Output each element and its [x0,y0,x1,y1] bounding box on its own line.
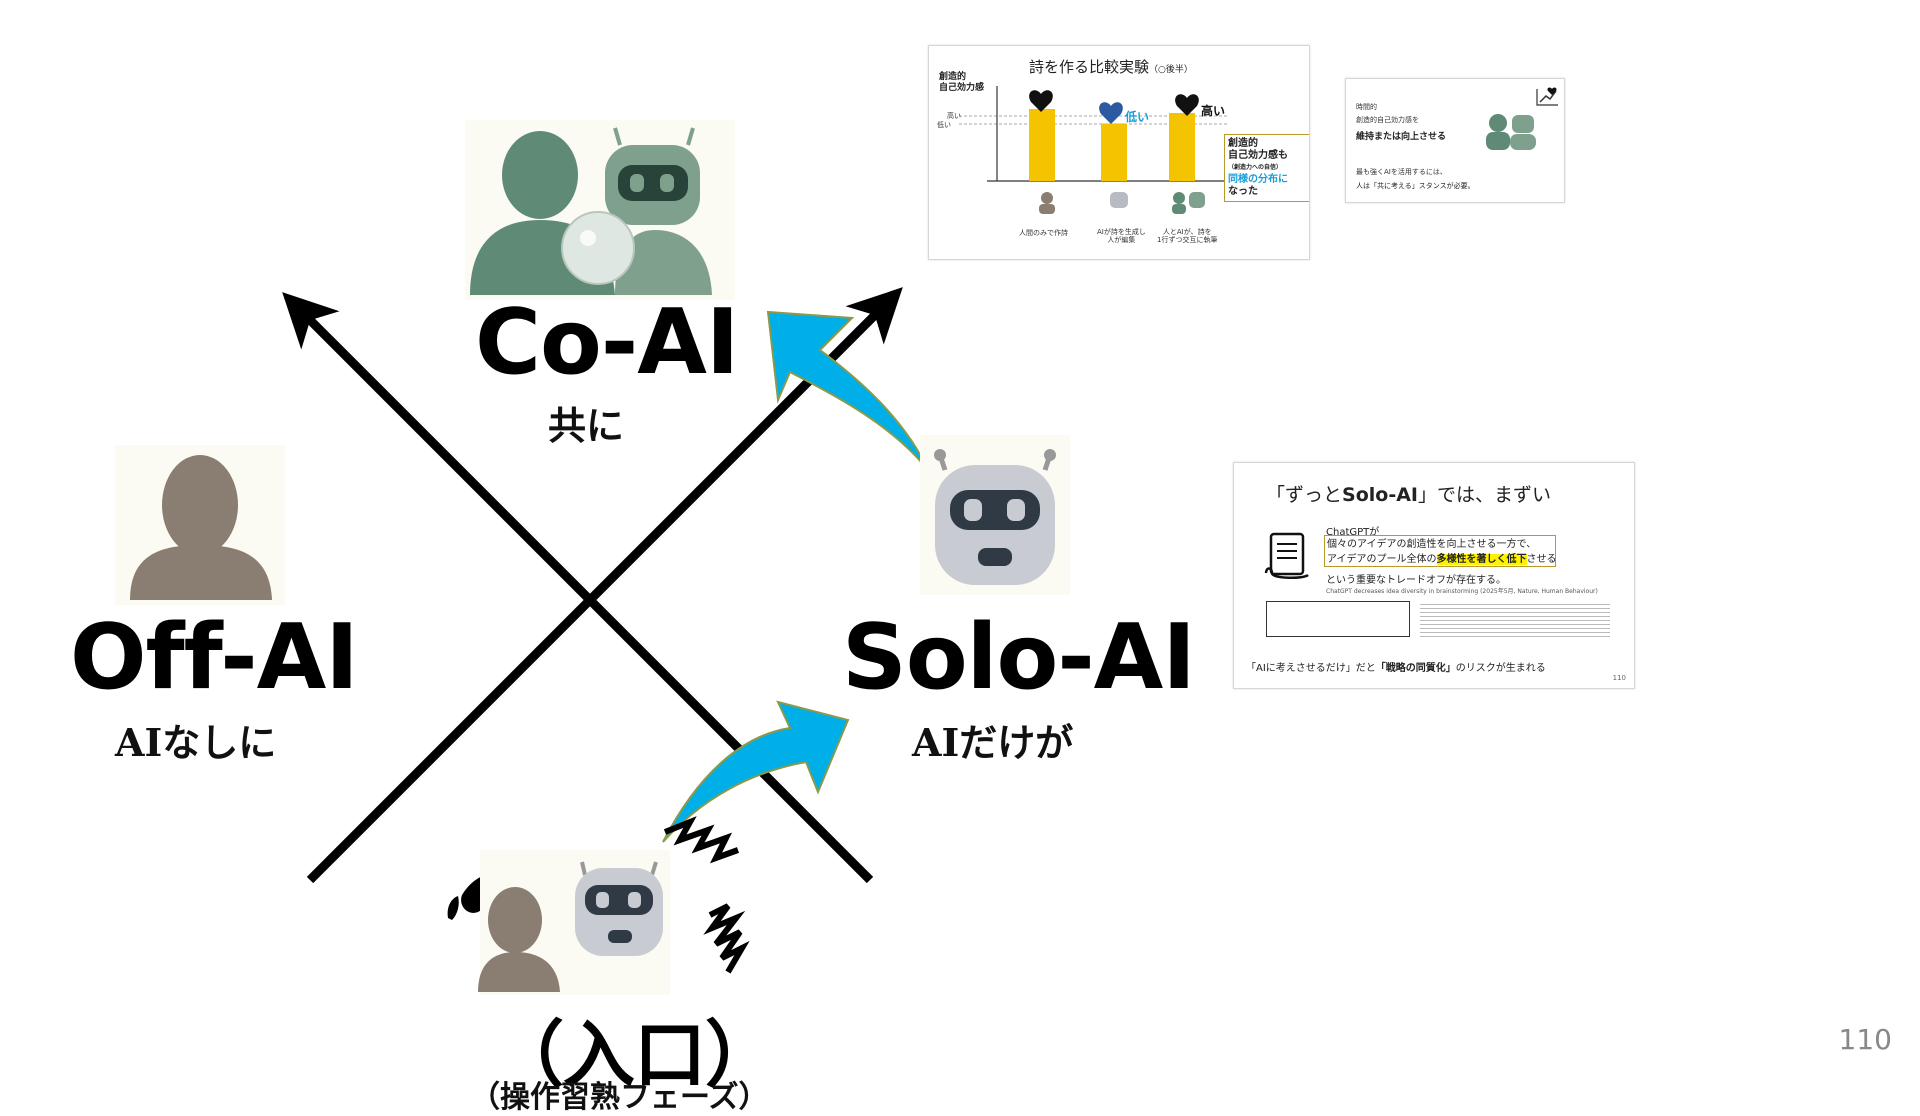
chart-callout: 創造的 自己効力感も （創造力への自信） 同様の分布に なった [1224,134,1309,202]
heart-icon [1029,90,1053,112]
human-icon [1041,192,1053,204]
zigzag-icon [703,903,750,974]
thumbnail-page-number: 110 [1612,674,1626,682]
detail-box [1266,601,1410,637]
arrow-to-co-ai-right [306,287,903,884]
entrance-sublabel: （操作習熟フェーズ） [470,1080,769,1115]
zigzag-icon [663,816,740,864]
sweat-drop-icon [447,896,459,920]
arrow-to-co-ai-left [282,292,874,884]
poem-bar-chart [959,86,1229,214]
growth-chart-icon [1536,87,1558,106]
tick-low: 低い [937,121,951,129]
thumbnail-text: 維持または向上させる [1356,132,1447,142]
co-ai-label: Co-AI [475,290,739,395]
solo-ai-illustration [920,435,1070,595]
entrance-illustration [478,850,670,995]
off-ai-illustration [115,445,285,605]
slide-thumbnail-solo-ai-warning[interactable]: 「ずっとSolo-AI」では、まずい ChatGPTが 個々のアイデアの創造性を… [1233,462,1635,689]
detail-lines [1420,601,1610,637]
chart-bar [1169,113,1195,181]
category-label: 人間のみで作詩 [1019,229,1068,237]
solo-ai-sublabel: AIだけが [912,720,1074,765]
chart-bar [1029,109,1055,181]
co-ai-mini-illustration [1486,114,1536,150]
quadrant-diagram [115,120,1070,995]
human-icon [1173,192,1185,204]
highlight-box: 個々のアイデアの創造性を向上させる一方で、 アイデアのプール全体の多様性を著しく… [1324,535,1557,567]
co-ai-illustration [465,120,735,300]
page-number: 110 [1838,1023,1892,1056]
slide-thumbnail-co-ai-stance[interactable]: 時間的 創造的自己効力感を 維持または向上させる 最も強くAIを活用するには、 … [1345,78,1565,203]
citation: ChatGPT decreases idea diversity in brai… [1326,588,1598,595]
blue-arrow-entrance-to-solo [662,700,850,843]
thumbnail-text: 創造的自己効力感を [1356,116,1419,124]
label-low: 低い [1125,110,1150,124]
scroll-icon [1264,532,1309,579]
thumbnail-text: 人は「共に考える」スタンスが必要。 [1356,182,1475,190]
off-ai-sublabel: AIなしに [115,720,277,765]
chart-ylabel: 創造的 自己効力感 [939,72,985,93]
tick-high: 高い [947,112,961,120]
co-ai-sublabel: 共に [548,403,625,448]
heart-icon [1175,94,1199,116]
robot-icon [1189,192,1205,208]
thumbnail-text: 時間的 [1356,103,1377,111]
slide-thumbnail-poem-experiment[interactable]: 詩を作る比較実験（○後半） 創造的 自己効力感 高い 低い 低い 高い 創造的 … [928,45,1310,260]
solo-ai-label: Solo-AI [842,605,1196,710]
thumbnail-text: 最も強くAIを活用するには、 [1356,168,1447,176]
thumbnail-title: 「ずっとSolo-AI」では、まずい [1266,484,1551,506]
label-high: 高い [1201,104,1226,118]
thumbnail-text: ChatGPTが [1326,527,1380,538]
category-label: AIが詩を生成し人が編集 [1097,228,1146,244]
blue-arrow-solo-to-co [766,310,929,471]
thumbnail-footer: 「AIに考えさせるだけ」だと「戦略の同質化」のリスクが生まれる [1246,663,1546,674]
off-ai-label: Off-AI [70,605,359,710]
thumbnail-text: という重要なトレードオフが存在する。 [1326,575,1506,586]
robot-icon [1110,192,1128,208]
thumbnail-title: 詩を作る比較実験（○後半） [1029,58,1193,76]
broken-heart-icon [1099,102,1123,124]
chart-bar [1101,123,1127,181]
